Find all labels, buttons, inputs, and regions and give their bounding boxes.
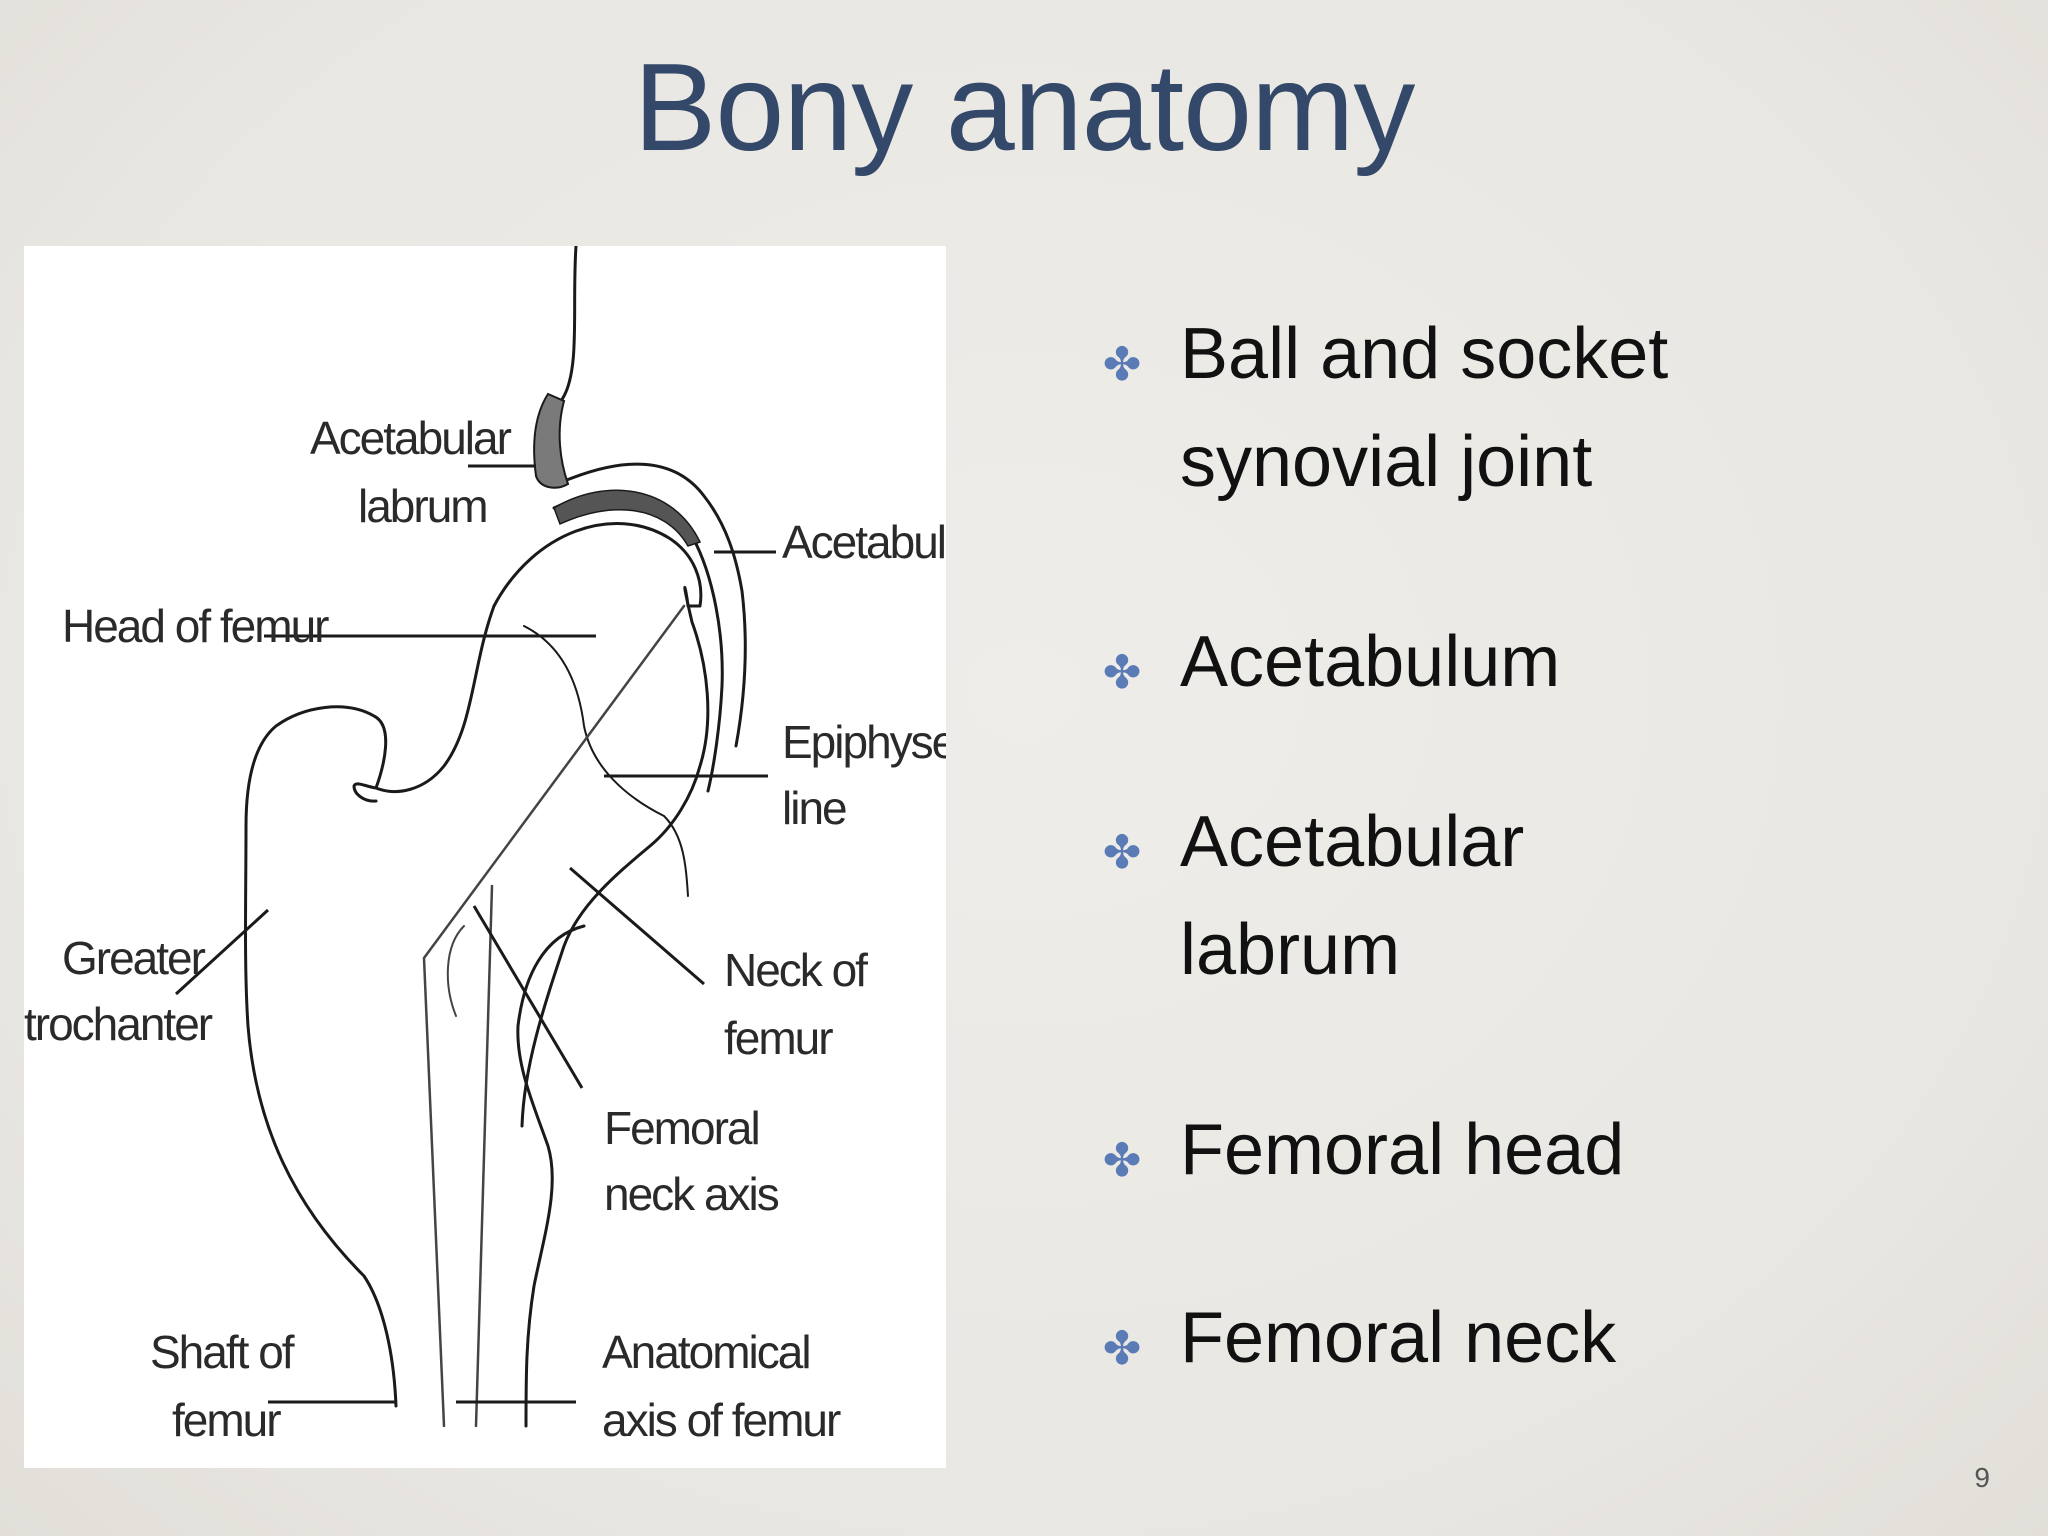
four-petal-star-icon: ✤ [1102,338,1142,390]
label-line: line [782,782,846,834]
label-acetabular: Acetabular [310,412,512,464]
label-head-of-femur: Head of femur [62,600,329,652]
label-acetabulum: Acetabulum [782,516,946,568]
acetabular-labrum-shape [533,392,570,489]
bullet-text-line: synovial joint [1180,422,1593,502]
femoral-neck-axis-line [422,604,686,1428]
slide-title: Bony anatomy [633,39,1416,177]
acetabular-cartilage-band [553,489,702,547]
page-number: 9 [1974,1462,1990,1493]
pelvis-outline [540,246,747,748]
label-trochanter: trochanter [24,998,213,1050]
bullet-text-line: labrum [1180,910,1401,990]
bullet-text-line: Ball and socket [1180,314,1669,394]
leader-greater-trochanter [174,908,270,996]
leader-neck-of-femur [569,866,705,986]
label-femur-shaft: femur [172,1394,281,1446]
lesser-trochanter-curve [446,925,465,1017]
label-neck-axis: neck axis [604,1168,779,1220]
label-labrum: labrum [358,480,487,532]
lesser-trochanter-outline [516,924,586,1428]
label-axis-of-femur: axis of femur [602,1394,841,1446]
label-femur-neck: femur [724,1012,833,1064]
label-shaft-of: Shaft of [150,1326,295,1378]
four-petal-star-icon: ✤ [1102,646,1142,698]
hip-diagram-panel: Acetabular labrum Acetabulum Head of fem… [24,246,946,1468]
trochanter-outline [244,705,398,1408]
label-neck-of: Neck of [724,944,868,996]
label-femoral: Femoral [604,1102,759,1154]
label-epiphyseal: Epiphyseal [782,716,946,768]
bullet-text-line: Femoral neck [1180,1298,1617,1378]
bullet-text-line: Femoral head [1180,1110,1625,1190]
bullet-text-line: Acetabulum [1180,622,1561,702]
four-petal-star-icon: ✤ [1102,826,1142,878]
four-petal-star-icon: ✤ [1102,1322,1142,1374]
hip-joint-diagram: Acetabular labrum Acetabulum Head of fem… [24,246,946,1446]
epiphyseal-line [523,625,689,897]
label-anatomical: Anatomical [602,1326,810,1378]
femoral-head-outline [492,522,710,1128]
label-greater: Greater [62,932,206,984]
four-petal-star-icon: ✤ [1102,1134,1142,1186]
anatomical-axis-line [474,884,494,1428]
superior-neck-outline [352,604,496,803]
leader-femoral-neck-axis [472,905,584,1089]
bullet-text-line: Acetabular [1180,802,1525,882]
